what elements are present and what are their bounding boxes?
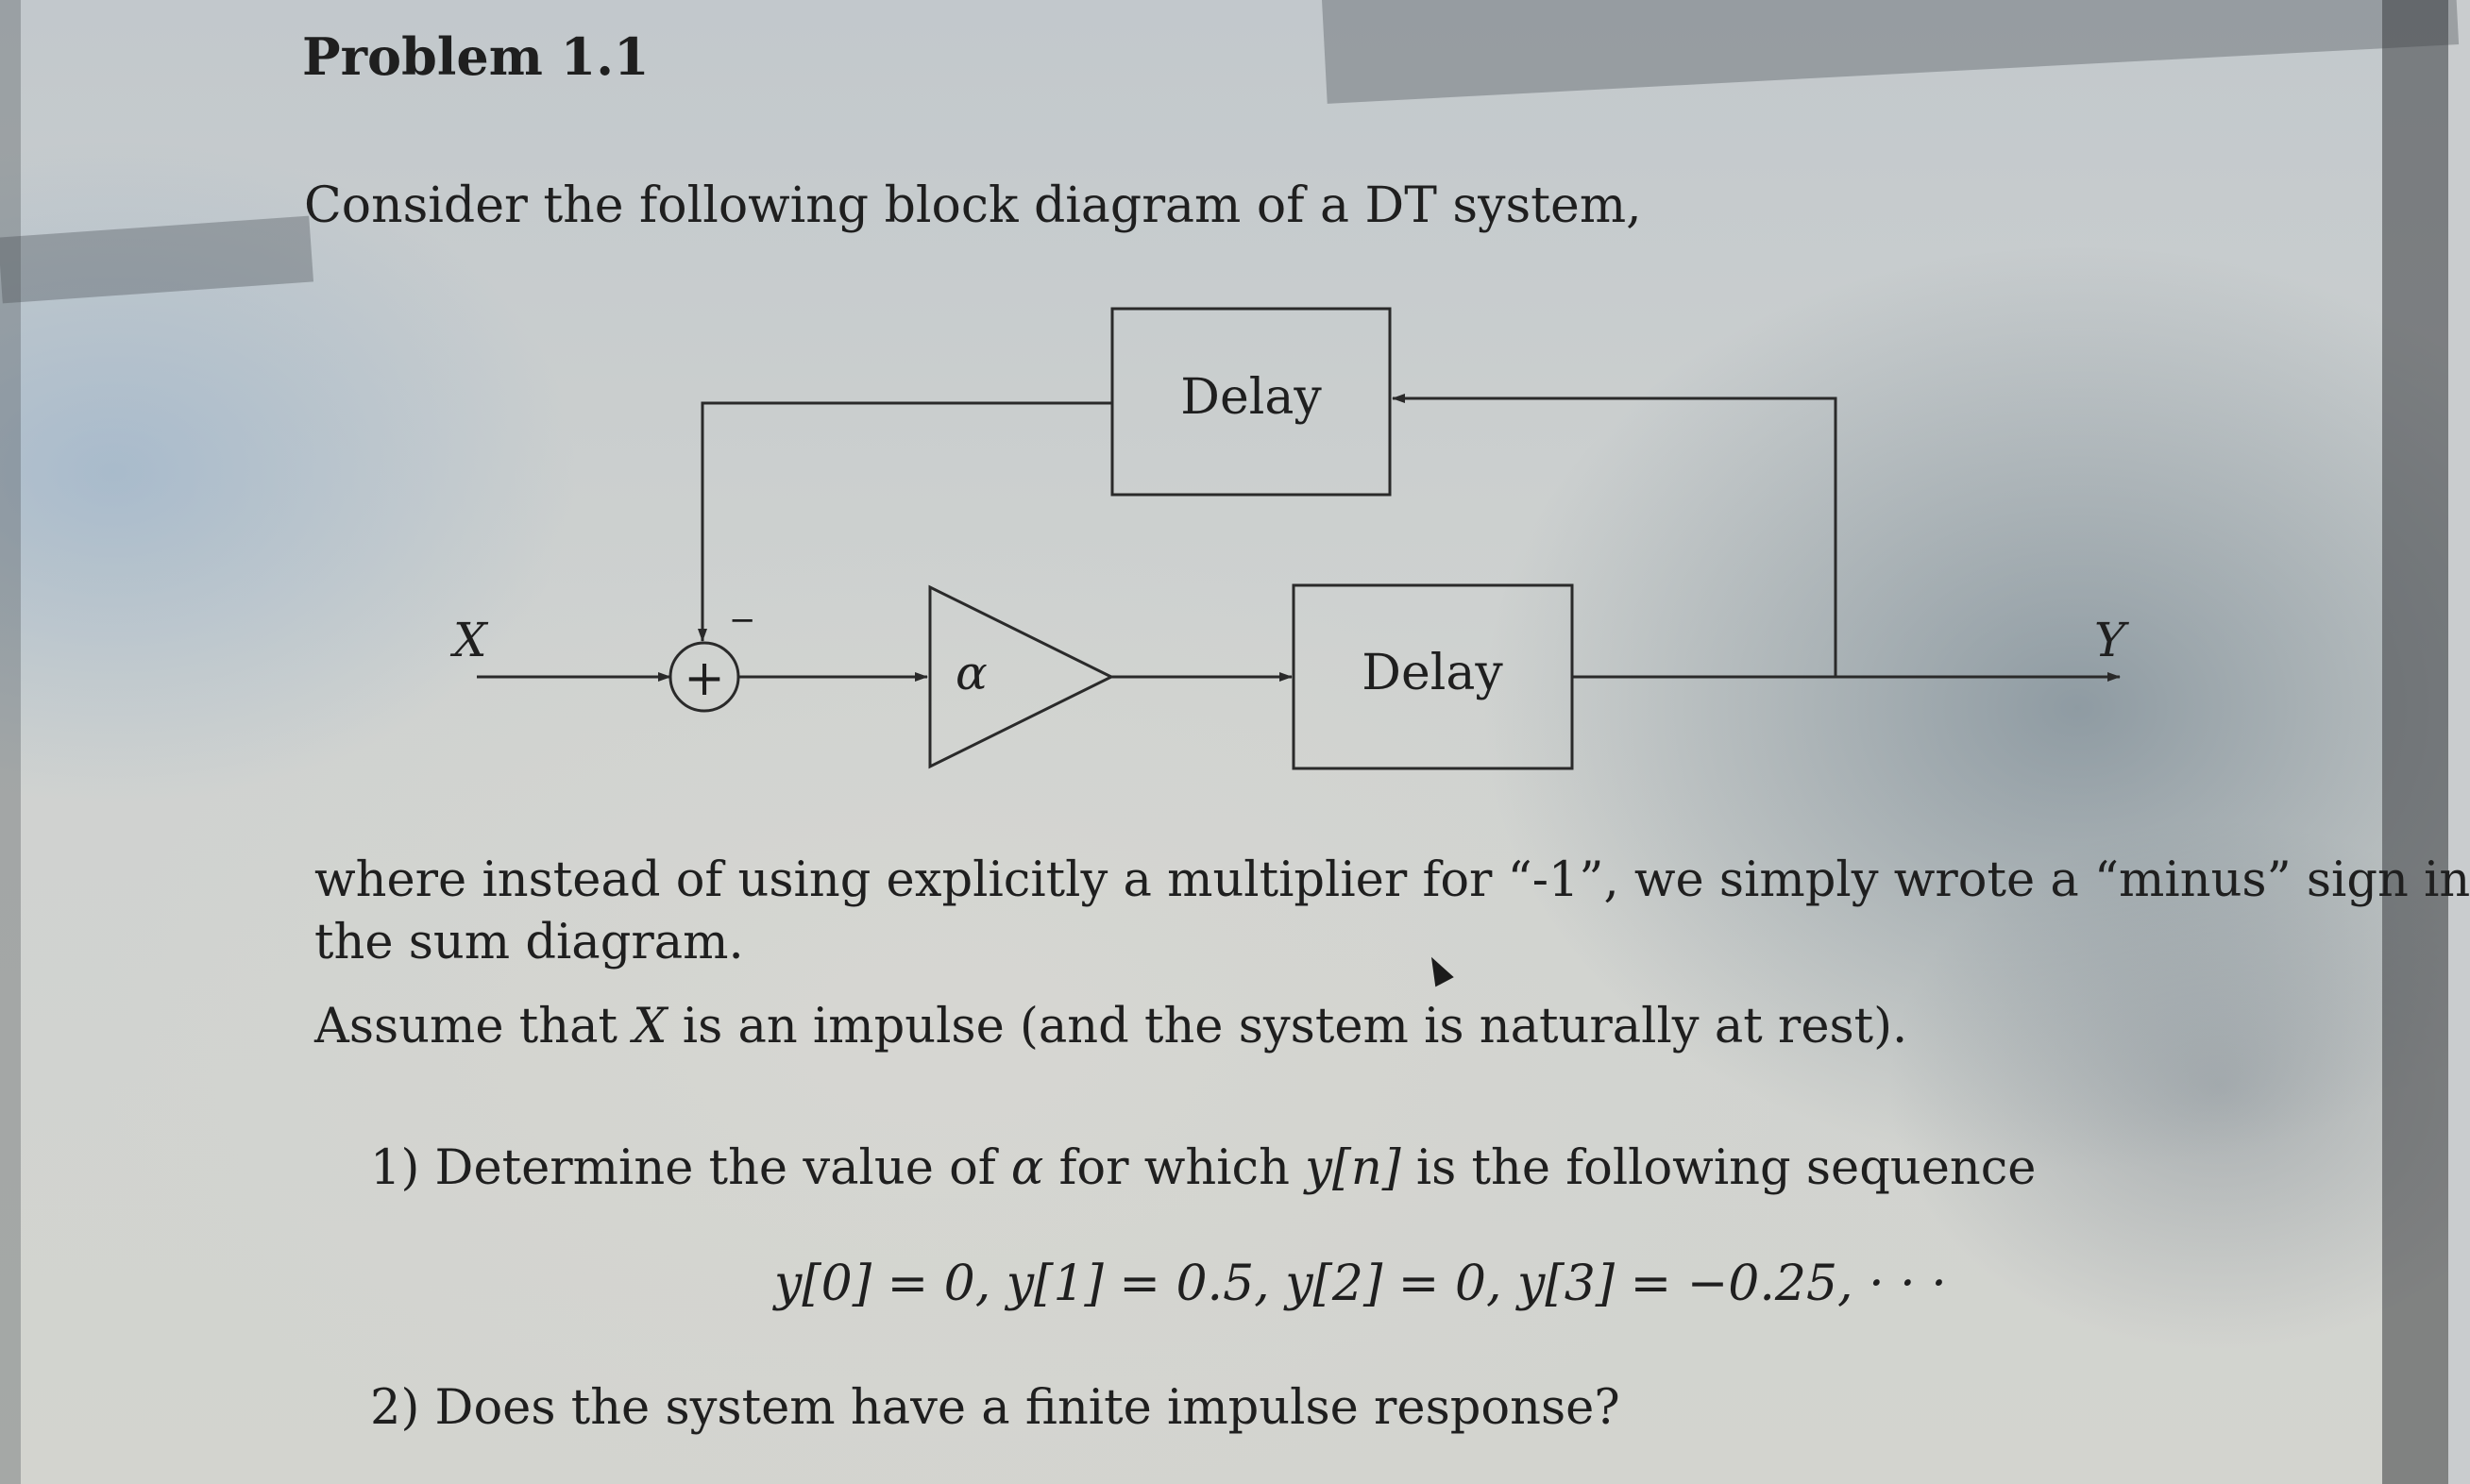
gain-triangle xyxy=(928,584,1115,769)
window-frame-left xyxy=(0,0,21,1484)
delay-bottom-label: Delay xyxy=(1362,645,1503,701)
assumption-pre: Assume that xyxy=(314,999,634,1054)
problem-title: Problem 1.1 xyxy=(302,26,650,87)
adder-minus-sign: − xyxy=(729,601,756,639)
assumption-post: is an impulse (and the system is natural… xyxy=(667,999,1908,1054)
output-sequence: y[0] = 0, y[1] = 0.5, y[2] = 0, y[3] = −… xyxy=(774,1256,1947,1312)
input-label: X xyxy=(449,613,489,667)
question-1-post: is the following sequence xyxy=(1400,1140,2037,1196)
question-1-alpha: α xyxy=(1010,1140,1044,1196)
feedback-to-adder-line xyxy=(698,401,1112,642)
output-label: Y xyxy=(2094,613,2129,667)
question-1-yn: y[n] xyxy=(1305,1140,1401,1196)
window-frame-right xyxy=(2382,0,2448,1484)
gain-label: α xyxy=(956,646,988,700)
question-1: 1) Determine the value of α for which y[… xyxy=(370,1140,2036,1196)
feedback-branch-line xyxy=(1392,394,1837,677)
question-1-pre: 1) Determine the value of xyxy=(370,1140,1011,1196)
delay-top-label: Delay xyxy=(1180,369,1322,426)
assumption-paragraph: Assume that X is an impulse (and the sys… xyxy=(314,999,1907,1054)
explanation-line-2: the sum diagram. xyxy=(314,915,744,970)
question-1-mid: for which xyxy=(1043,1140,1306,1196)
explanation-paragraph: where instead of using explicitly a mult… xyxy=(314,850,2470,974)
question-2: 2) Does the system have a finite impulse… xyxy=(370,1380,1620,1436)
explanation-line-1: where instead of using explicitly a mult… xyxy=(314,852,2470,908)
adder-plus-sign: + xyxy=(684,650,725,707)
intro-text: Consider the following block diagram of … xyxy=(304,177,1642,234)
assumption-variable: X xyxy=(633,999,668,1054)
